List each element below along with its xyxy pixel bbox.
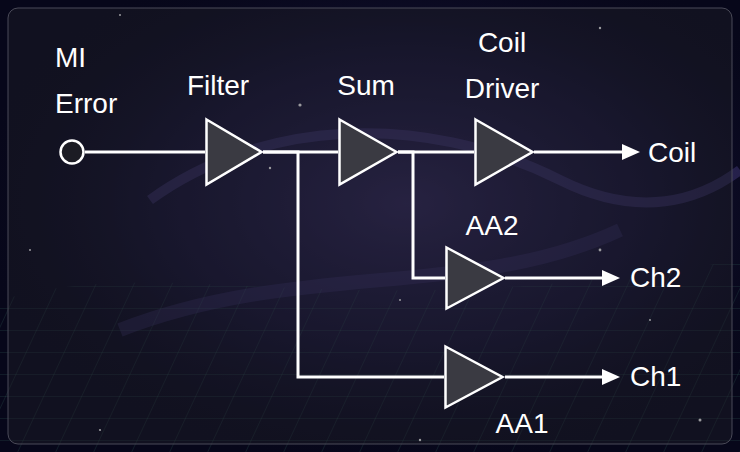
amplifier-triangle: AA2 [445, 246, 505, 310]
output-wire [505, 376, 606, 379]
block-label: Filter [187, 69, 249, 103]
block-label: AA2 [466, 209, 519, 243]
block-label: Coil Driver [465, 20, 540, 112]
terminal-circle [61, 141, 84, 164]
block-label: Sum [337, 69, 395, 103]
panel [8, 8, 732, 444]
triangle-outline [205, 118, 263, 186]
amplifier-triangle: Sum [338, 118, 398, 186]
signal-name: Ch2 [630, 261, 681, 295]
amplifier-triangle: Coil Driver [474, 118, 534, 186]
block-label: MI Error [55, 35, 117, 127]
amplifier-symbol [447, 248, 504, 309]
signal-wire [85, 151, 205, 154]
signal-wire [398, 152, 445, 278]
block-label: AA1 [496, 407, 549, 441]
amplifier-symbol [476, 120, 533, 185]
amplifier-symbol [207, 120, 262, 185]
input-terminal: MI Error [59, 139, 85, 165]
arrowhead [622, 144, 640, 160]
terminal-outline [59, 139, 85, 165]
amplifier-symbol [446, 347, 503, 408]
signal-wire [263, 152, 444, 377]
amplifier-triangle: AA1 [444, 345, 504, 409]
arrowhead [602, 270, 620, 286]
signal-name: Coil [648, 136, 696, 170]
triangle-outline [444, 345, 504, 409]
amplifier-symbol [340, 120, 397, 185]
triangle-outline [445, 246, 505, 310]
output-wire [505, 277, 606, 280]
signal-name: Ch1 [630, 360, 681, 394]
output-wire [534, 151, 626, 154]
triangle-outline [474, 118, 534, 186]
amplifier-triangle: Filter [205, 118, 263, 186]
triangle-outline [338, 118, 398, 186]
arrowhead [602, 369, 620, 385]
